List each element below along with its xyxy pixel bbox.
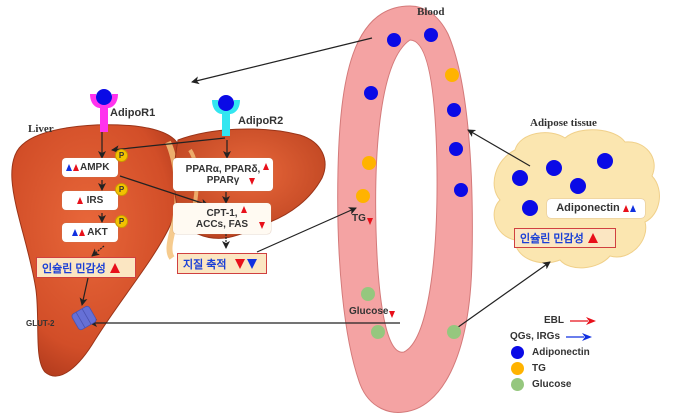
phospho-badge-akt: P (115, 215, 128, 228)
lipid-accumulation-text: 지질 축적 (183, 258, 227, 271)
glucose-label: Glucose (349, 305, 396, 318)
arrow-insulin-glut2 (79, 277, 89, 306)
blood-tg (362, 156, 376, 170)
ampk-up-blue-arrow-icon (66, 164, 72, 171)
liver-insulin-up-red-arrow-icon (109, 262, 120, 273)
orange-circle-icon (511, 362, 524, 375)
lipid-down-red-arrow-icon (234, 258, 245, 269)
blood-adiponectin (364, 86, 378, 100)
legend-item-adiponectin: Adiponectin (511, 346, 590, 359)
adiponectin-up-blue-arrow-icon (629, 205, 636, 212)
blood-glucose (361, 287, 375, 301)
adipor2-label: AdipoR2 (238, 115, 284, 127)
blood-vessel (337, 5, 473, 413)
liver-insulin-sensitivity-text: 인슐린 민감성 (42, 262, 106, 275)
adipose-adiponectin (522, 200, 538, 216)
adipose-adiponectin (546, 160, 562, 176)
blood-tg (356, 189, 370, 203)
adipose-insulin-sensitivity-box: 인슐린 민감성 (514, 228, 616, 248)
adipor2-receptor-icon (212, 95, 240, 136)
lipid-accumulation-box: 지질 축적 (177, 253, 267, 274)
blood-label: Blood (417, 6, 445, 18)
glucose-down-red-arrow-icon (389, 311, 396, 318)
adipose-insulin-up-red-arrow-icon (587, 233, 598, 243)
adipor1-receptor-icon (90, 89, 118, 132)
phospho-badge-ampk: P (115, 149, 128, 162)
akt-up-red-arrow-icon (79, 229, 86, 236)
ppar-down-red-arrow-icon (249, 178, 255, 185)
adipose-tissue-label: Adipose tissue (530, 117, 597, 129)
legend-item-ebl: EBL (544, 315, 596, 326)
irs-text: IRS (86, 195, 104, 206)
tg-text: TG (352, 213, 366, 225)
blue-arrow-icon (566, 332, 593, 341)
green-circle-icon (511, 378, 524, 391)
arrow-adipor2-ampk (111, 137, 226, 154)
arrow-akt-insulin (91, 245, 105, 257)
glucose-text: Glucose (349, 306, 389, 318)
legend-item-tg: TG (511, 362, 546, 375)
blood-adiponectin (447, 103, 461, 117)
blood-tg (445, 68, 459, 82)
irs-up-red-arrow-icon (76, 197, 83, 204)
ppar-box: PPARα, PPARδ, PPARγ (173, 158, 273, 191)
adipose-insulin-sensitivity-text: 인슐린 민감성 (520, 233, 584, 245)
adiponectin-up-red-arrow-icon (622, 205, 629, 212)
adipose-adiponectin (570, 178, 586, 194)
cpt-text-line2: ACCs, FAS (195, 218, 249, 230)
cpt-box: CPT-1, ACCs, FAS (173, 203, 271, 234)
akt-up-blue-arrow-icon (72, 229, 79, 236)
lipid-down-blue-arrow-icon (246, 258, 257, 269)
ampk-up-red-arrow-icon (73, 164, 79, 171)
arrow-glucose-to-adipose (453, 261, 551, 331)
adiponectin-box: Adiponectin (547, 199, 645, 218)
blood-adiponectin (449, 142, 463, 156)
arrow-ampk-cpt (119, 175, 209, 207)
cpt-up-red-arrow-icon (241, 206, 247, 213)
ampk-text: AMPK (80, 162, 110, 173)
adipor1-label: AdipoR1 (110, 107, 156, 119)
blue-circle-icon (511, 346, 524, 359)
adiponectin-text: Adiponectin (556, 202, 620, 214)
legend-label: Glucose (532, 379, 572, 390)
red-arrow-icon (570, 316, 596, 325)
adipose-adiponectin (512, 170, 528, 186)
ppar-text-line2: PPARγ (206, 174, 240, 186)
ppar-text-line1: PPARα, PPARδ, (185, 163, 261, 175)
blood-glucose (371, 325, 385, 339)
akt-text: AKT (87, 227, 108, 238)
glut2-transporter-icon (71, 305, 97, 331)
liver-label: Liver (28, 123, 54, 135)
arrow-adipose-to-blood (467, 129, 531, 167)
glut2-label: GLUT-2 (26, 319, 55, 328)
irs-box: IRS (62, 191, 118, 210)
ampk-box: AMPK (62, 158, 118, 177)
legend-label: QGs, IRGs (510, 331, 561, 342)
legend-label: EBL (544, 315, 564, 326)
akt-box: AKT (62, 223, 118, 242)
blood-adiponectin (424, 28, 438, 42)
legend-item-qgs-irgs: QGs, IRGs (510, 331, 593, 342)
phospho-badge-irs: P (115, 183, 128, 196)
legend-item-glucose: Glucose (511, 378, 571, 391)
blood-glucose (447, 325, 461, 339)
blood-adiponectin (454, 183, 468, 197)
cpt-down-red-arrow-icon (259, 222, 265, 229)
tg-down-red-arrow-icon (366, 218, 373, 225)
blood-adiponectin (387, 33, 401, 47)
liver-insulin-sensitivity-box: 인슐린 민감성 (36, 257, 136, 278)
tg-label: TG (352, 212, 373, 225)
adipose-adiponectin (597, 153, 613, 169)
arrow-blood-to-liver (191, 37, 373, 85)
cpt-text-line1: CPT-1, (206, 207, 238, 219)
ppar-up-red-arrow-icon (263, 163, 269, 170)
legend-label: TG (532, 363, 546, 374)
arrow-lipid-to-tg (256, 207, 357, 253)
legend-label: Adiponectin (532, 347, 590, 358)
